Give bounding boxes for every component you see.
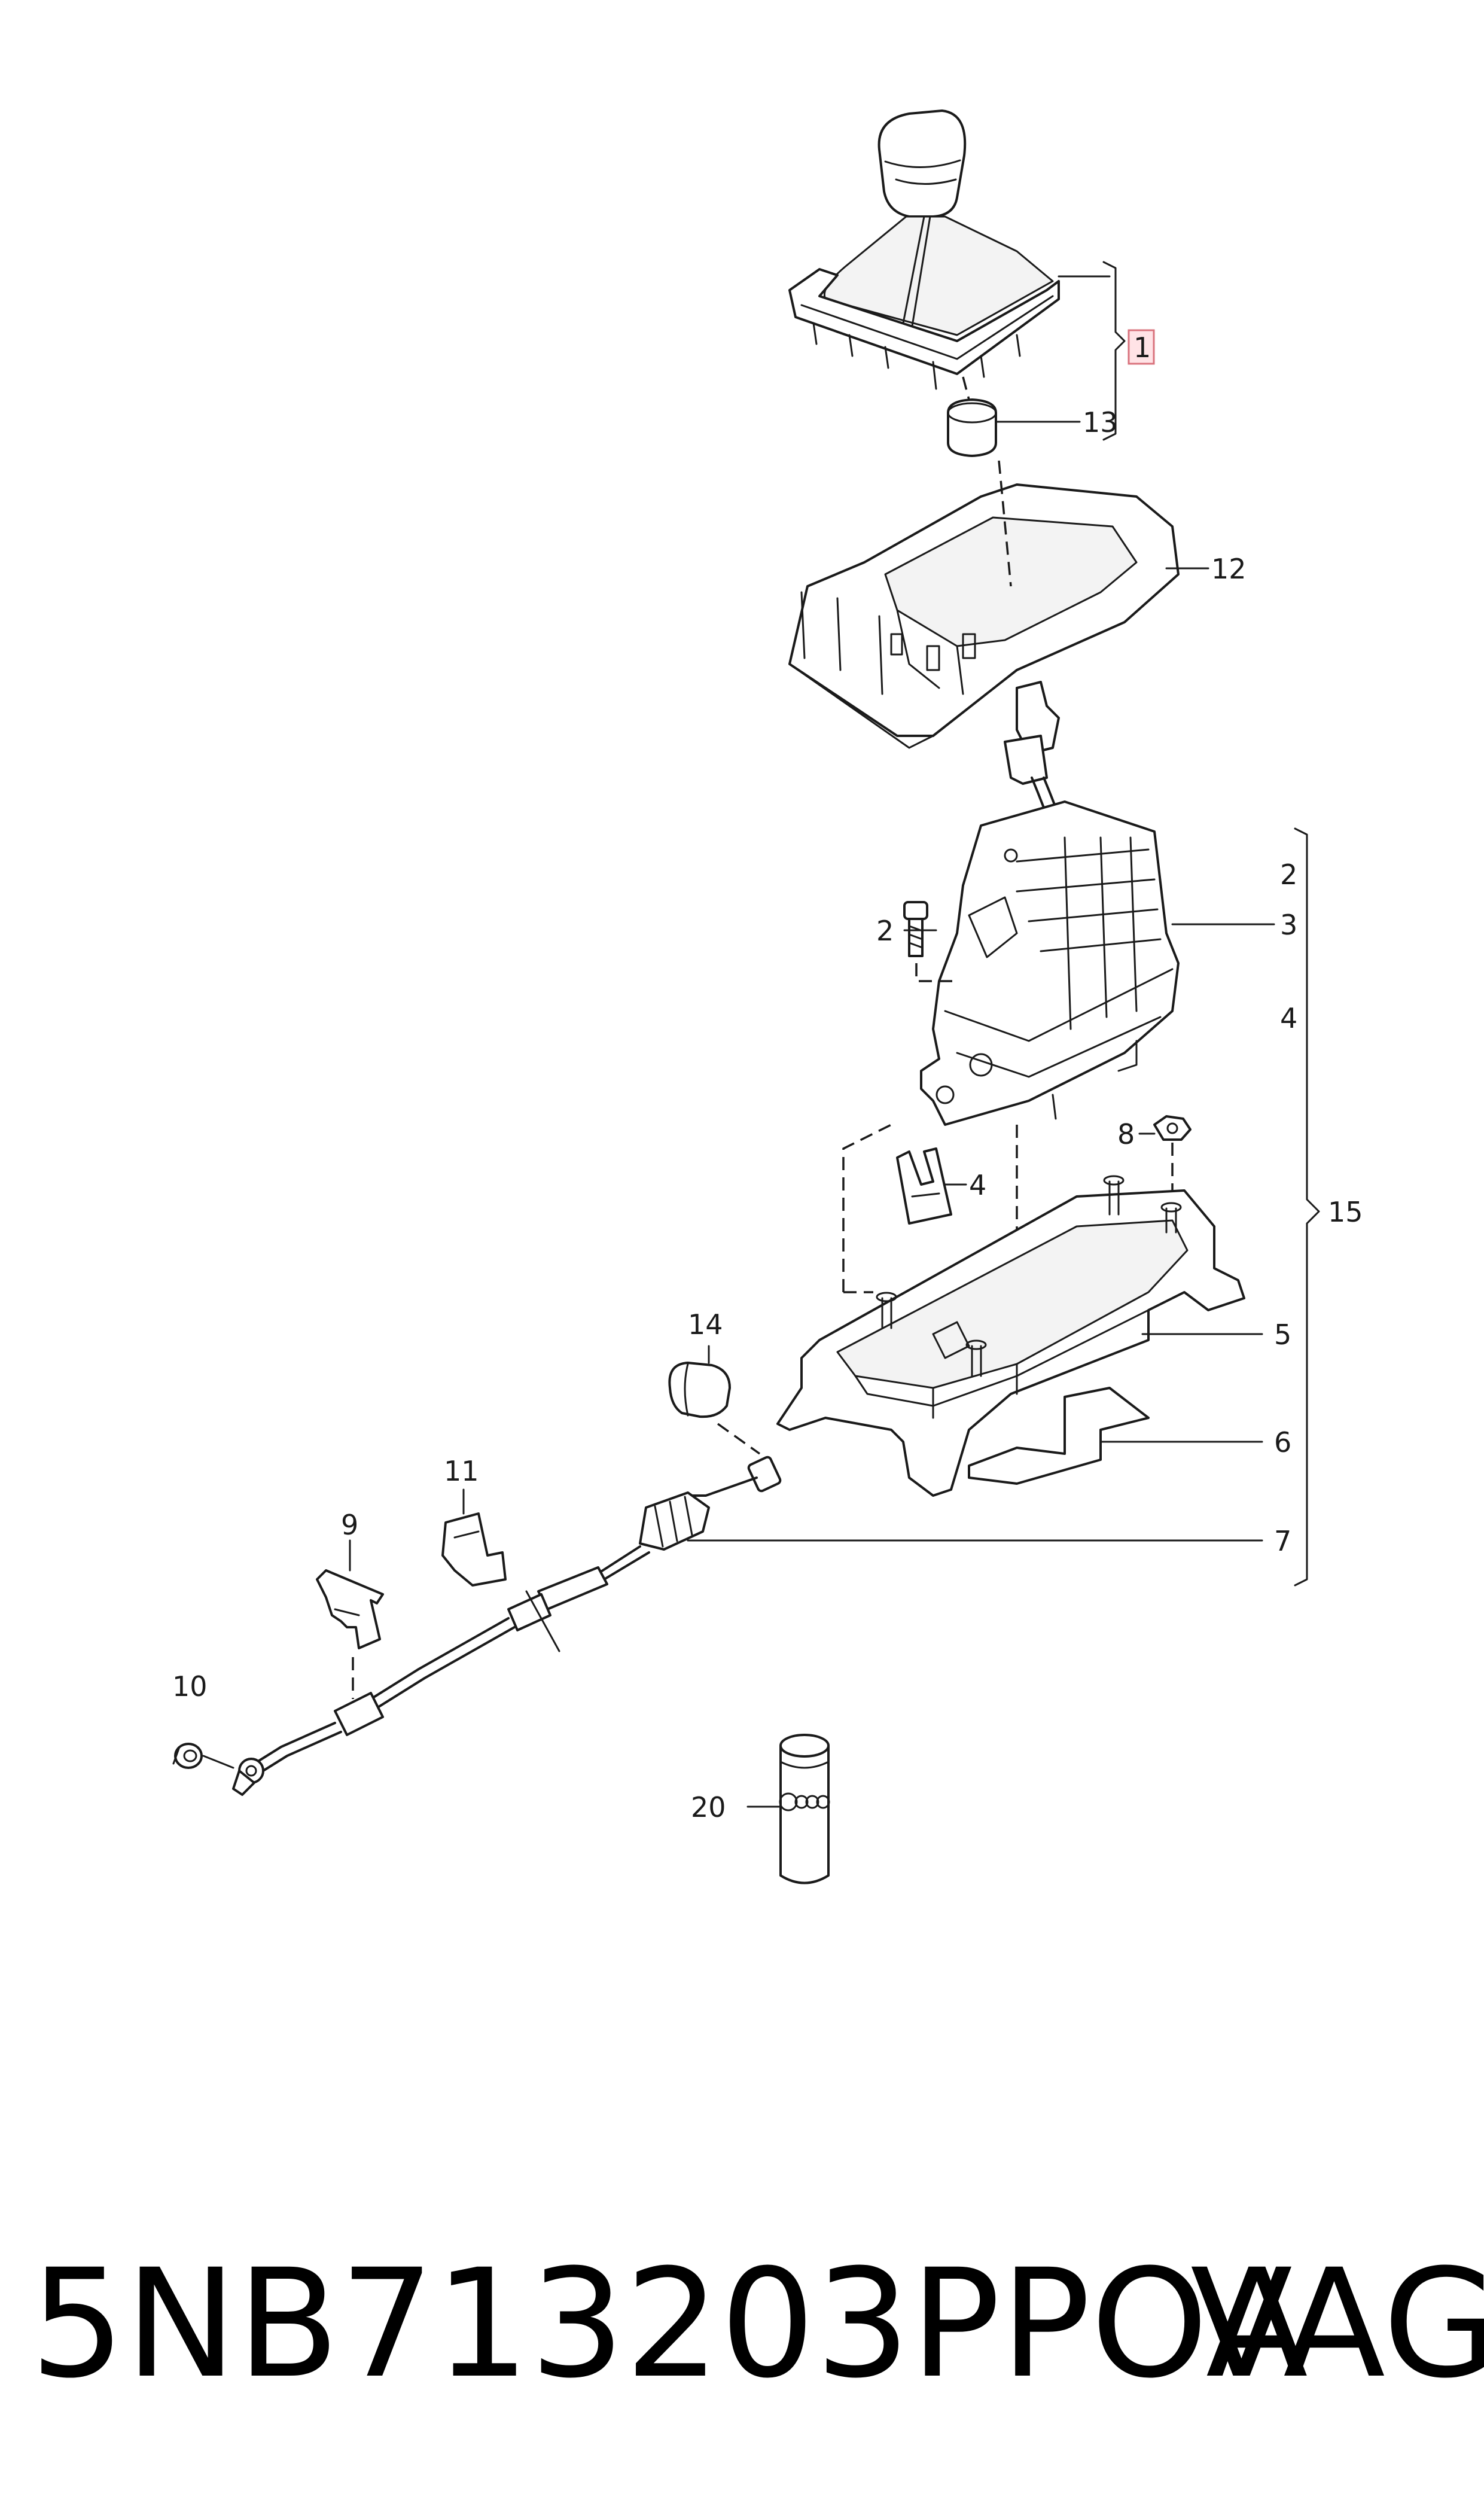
ring-part-13 <box>947 398 997 457</box>
selector-mechanism-part-3 <box>920 681 1180 1126</box>
callout-10: 10 <box>172 1670 208 1703</box>
callout-5: 5 <box>1274 1319 1291 1351</box>
callout-12: 12 <box>1211 553 1247 585</box>
leader-lines <box>349 275 1275 1808</box>
bolt-part-2 <box>903 901 928 957</box>
lubricant-can-part-20 <box>779 1734 830 1884</box>
callout-14: 14 <box>688 1308 723 1341</box>
callout-6: 6 <box>1274 1426 1291 1459</box>
callout-1-highlight <box>1128 329 1155 365</box>
bracket-group-1 <box>1102 261 1126 441</box>
gear-knob-boot-part <box>788 109 1060 390</box>
brand-name: VAG <box>1190 2237 1484 2411</box>
base-housing-part-5 <box>776 1175 1245 1497</box>
callout-9: 9 <box>341 1509 358 1541</box>
callout-20: 20 <box>691 1791 726 1823</box>
callout-3: 3 <box>1280 909 1297 941</box>
bushing-part-10 <box>172 1743 203 1769</box>
bracket-part-11 <box>441 1512 507 1587</box>
nut-part-8 <box>1153 1115 1192 1141</box>
console-housing-part-12 <box>788 483 1180 749</box>
grommet-part-14 <box>668 1362 731 1418</box>
callout-labels: 1 13 12 2 3 2 4 8 4 15 14 5 6 11 9 7 10 … <box>172 331 1363 1823</box>
bracket-group-15 <box>1294 827 1320 1587</box>
callout-7: 7 <box>1274 1525 1291 1557</box>
callout-8: 8 <box>1117 1118 1135 1150</box>
spring-clip-part-4 <box>896 1147 952 1225</box>
callout-1: 1 <box>1133 331 1151 364</box>
callout-4-clip: 4 <box>969 1169 986 1201</box>
part-number: 5NB713203PPOA <box>30 2237 1308 2411</box>
clip-part-9 <box>316 1569 384 1649</box>
callout-2-bolt: 2 <box>876 915 894 947</box>
callout-2-group: 2 <box>1280 858 1297 891</box>
cable-assembly-part-7 <box>232 1456 782 1796</box>
callout-13: 13 <box>1083 406 1118 439</box>
callout-4-group: 4 <box>1280 1002 1297 1034</box>
pad-part-6 <box>968 1387 1150 1485</box>
callout-15: 15 <box>1328 1196 1363 1228</box>
callout-11: 11 <box>444 1455 479 1487</box>
